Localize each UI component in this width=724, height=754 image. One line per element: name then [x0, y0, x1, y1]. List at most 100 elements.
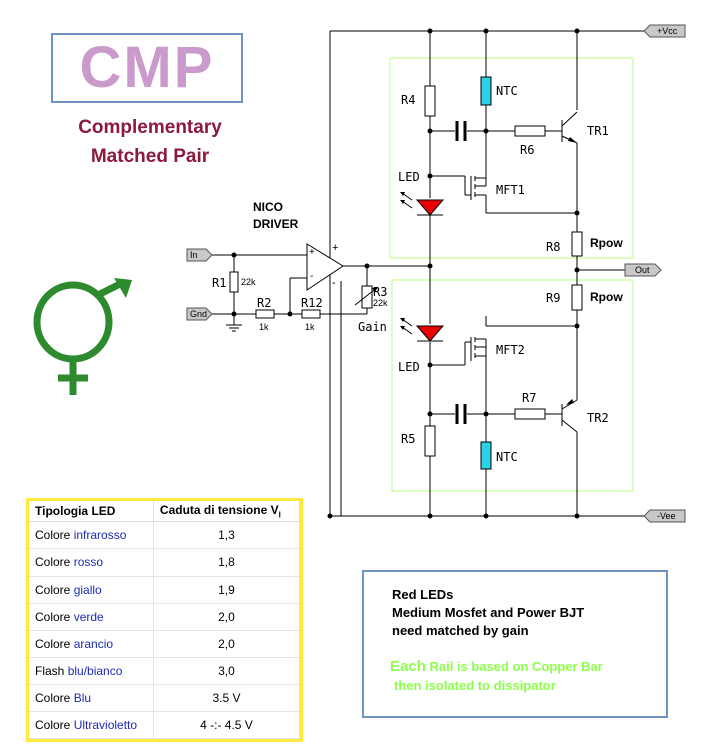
voltage-drop-cell: 1,8 — [153, 548, 301, 577]
opamp-in-minus: - — [310, 271, 314, 282]
r5-label: R5 — [401, 432, 416, 446]
subtitle-line1: Complementary — [78, 117, 222, 138]
logo-text: CMP — [79, 35, 215, 100]
lower-panel — [391, 279, 634, 492]
r4-label: R4 — [401, 93, 416, 107]
r2-resistor — [255, 309, 275, 319]
r1-value: 22k — [241, 277, 256, 287]
tr2-transistor — [561, 399, 578, 433]
mft1-mosfet — [465, 176, 487, 200]
r7-resistor — [514, 408, 546, 420]
led-type-cell: Colore giallo — [29, 576, 154, 604]
r8-resistor — [571, 231, 583, 257]
r5-resistor — [424, 425, 436, 457]
voltage-drop-cell: 3,0 — [153, 657, 301, 685]
note-line4: Each Rail is based on Copper Bar — [390, 658, 603, 675]
r12-label: R12 — [301, 296, 323, 310]
led-type-cell: Colore infrarosso — [29, 521, 154, 550]
gain-label: Gain — [358, 320, 387, 334]
r3-resistor — [361, 285, 373, 309]
mft2-label: MFT2 — [496, 343, 525, 357]
subtitle-line2: Matched Pair — [90, 146, 210, 167]
ntc-bottom-thermistor — [480, 441, 492, 470]
note-line2: Medium Mosfet and Power BJT — [392, 605, 585, 620]
note-line5: then isolated to dissipator — [394, 678, 556, 693]
r12-resistor — [301, 309, 321, 319]
vcc-label: +Vcc — [657, 26, 678, 36]
gender-symbol — [33, 279, 124, 395]
voltage-drop-cell: 1,3 — [153, 521, 301, 550]
r2-value: 1k — [259, 322, 269, 332]
driver-line1: NICO — [253, 200, 283, 214]
mft1-label: MFT1 — [496, 183, 525, 197]
r1-resistor — [229, 271, 239, 293]
r6-resistor — [514, 125, 546, 137]
opamp-plus: + — [332, 242, 339, 254]
led-type-cell: Colore rosso — [29, 548, 154, 577]
r12-value: 1k — [305, 322, 315, 332]
led-type-cell: Colore arancio — [29, 630, 154, 658]
led-bottom-diode — [415, 325, 445, 342]
out-label: Out — [635, 265, 650, 275]
out-terminal — [624, 263, 662, 277]
opamp-minus: - — [332, 277, 336, 289]
ntc-top-label: NTC — [496, 84, 518, 98]
r4-resistor — [424, 85, 436, 117]
voltage-drop-cell: 2,0 — [153, 603, 301, 631]
driver-line2: DRIVER — [253, 217, 299, 231]
opamp-in-plus: + — [309, 247, 315, 258]
r3-value: 22k — [373, 298, 388, 308]
voltage-drop-cell: 2,0 — [153, 630, 301, 658]
vcc-terminal — [643, 24, 686, 38]
in-label: In — [190, 250, 198, 260]
led-voltage-table: Tipologia LED Caduta di tensione Vl Colo… — [26, 498, 303, 742]
vee-label: -Vee — [657, 511, 676, 521]
gnd-terminal — [186, 307, 213, 321]
in-terminal — [186, 248, 213, 262]
r3-label: R3 — [373, 285, 388, 299]
vee-terminal — [643, 509, 686, 523]
r9-resistor — [571, 284, 583, 311]
table-header-row: Tipologia LED Caduta di tensione Vl — [29, 501, 301, 523]
mft2-mosfet — [465, 337, 487, 361]
notes-box: Red LEDs Medium Mosfet and Power BJT nee… — [362, 570, 668, 718]
voltage-drop-cell: 4 -:- 4.5 V — [153, 711, 301, 740]
r8-label: R8 — [546, 240, 561, 254]
led-type-cell: Colore verde — [29, 603, 154, 631]
tr2-label: TR2 — [587, 411, 609, 425]
r1-label: R1 — [212, 276, 227, 290]
voltage-drop-cell: 3.5 V — [153, 684, 301, 712]
upper-panel — [389, 57, 634, 259]
ntc-top-thermistor — [480, 76, 492, 106]
voltage-drop-cell: 1,9 — [153, 576, 301, 604]
led-type-cell: Colore Blu — [29, 684, 154, 712]
gnd-label: Gnd — [190, 309, 208, 319]
opamp-triangle — [306, 243, 344, 291]
led-top-diode — [415, 199, 445, 216]
header-tipologia: Tipologia LED — [29, 501, 154, 523]
ntc-bottom-label: NTC — [496, 450, 518, 464]
logo-box: CMP — [51, 33, 243, 103]
r9-label: R9 — [546, 291, 561, 305]
header-caduta: Caduta di tensione Vl — [153, 501, 301, 523]
r6-label: R6 — [520, 143, 535, 157]
note-line3: need matched by gain — [392, 623, 529, 638]
rpow-bottom-label: Rpow — [590, 290, 623, 304]
rpow-top-label: Rpow — [590, 236, 623, 250]
led-type-cell: Flash blu/bianco — [29, 657, 154, 685]
r2-label: R2 — [257, 296, 272, 310]
r7-label: R7 — [522, 391, 537, 405]
tr1-label: TR1 — [587, 124, 609, 138]
led-top-label: LED — [398, 170, 420, 184]
led-type-cell: Colore Ultravioletto — [29, 711, 154, 740]
note-line1: Red LEDs — [392, 587, 454, 602]
